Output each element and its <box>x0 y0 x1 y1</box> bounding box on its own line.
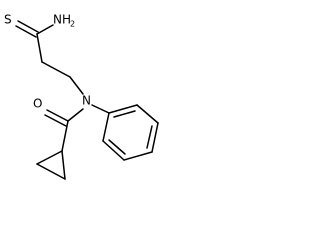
c-o-double-bond-a <box>46 109 69 122</box>
molecule-structure: S NH 2 N O <box>4 13 159 180</box>
phenyl-bond-1 <box>108 104 138 114</box>
phenyl-bond-4 <box>123 151 153 161</box>
atom-label-amide-nitrogen: N <box>82 94 91 108</box>
atom-label-amine-subscript: 2 <box>70 20 75 29</box>
phenyl-bond-3 <box>151 122 159 153</box>
c-o-double-bond-b <box>44 114 67 127</box>
phenyl-inner-bond-2 <box>146 125 153 149</box>
phenyl-inner-bond-3 <box>108 139 126 155</box>
atom-label-sulfur: S <box>4 13 12 27</box>
thioamide-group <box>15 20 54 38</box>
phenyl-bond-5 <box>102 140 125 161</box>
c-s-double-bond-a <box>15 25 37 38</box>
cyclopropyl-bond-2 <box>36 163 66 180</box>
cyclopropyl-bond-1 <box>36 150 63 165</box>
phenyl-inner-bond-1 <box>113 110 136 118</box>
chain-bond-1 <box>36 33 43 63</box>
phenyl-ring <box>102 104 159 161</box>
c-s-double-bond-b <box>17 20 39 33</box>
phenyl-bond-2 <box>136 104 159 124</box>
atom-label-oxygen: O <box>33 97 42 111</box>
n-carbonyl-bond <box>67 108 84 122</box>
chain-bond-2 <box>41 61 71 78</box>
n-phenyl-bond <box>91 104 110 114</box>
amide-nitrogen-bonds <box>67 104 110 122</box>
c-nh2-bond <box>36 24 54 35</box>
cyclopropyl-bond-3 <box>61 150 66 180</box>
atom-label-amine-nitrogen: NH <box>53 13 71 27</box>
carbonyl-cyclopropyl-bond <box>61 120 69 152</box>
carbonyl-group <box>44 109 69 152</box>
phenyl-bond-6 <box>102 112 110 142</box>
chain-bond-3 <box>69 76 84 95</box>
cyclopropyl-ring <box>36 150 66 180</box>
alkyl-chain <box>36 33 84 95</box>
